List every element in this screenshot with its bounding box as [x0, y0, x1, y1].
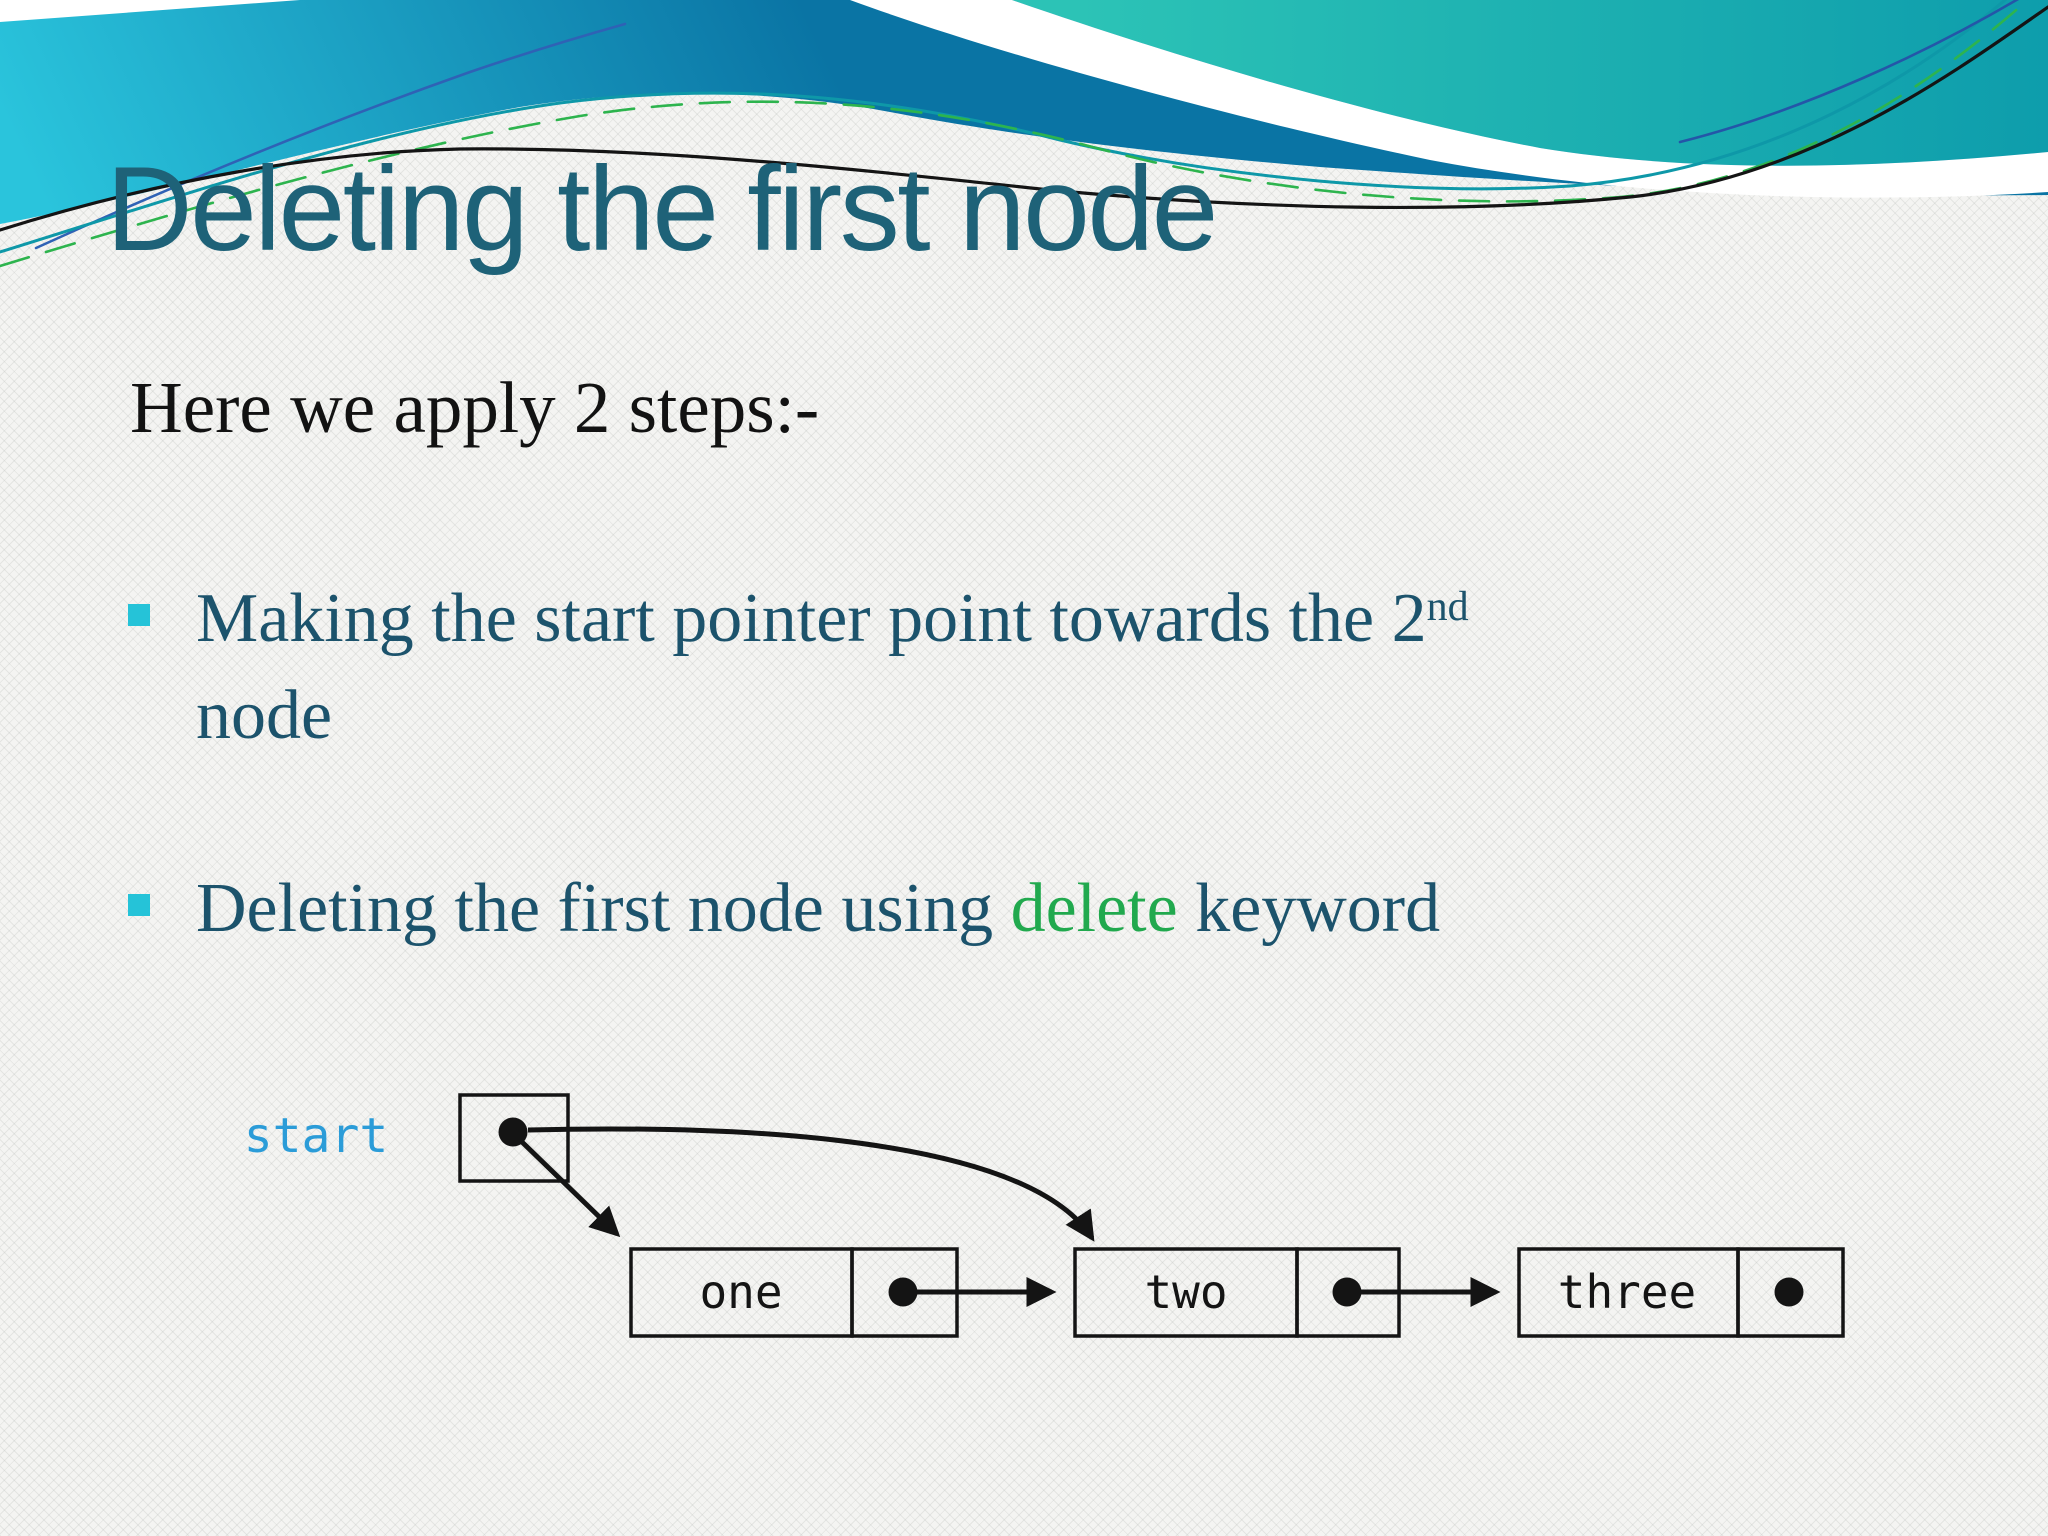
bullet-item-1: Making the start pointer point towards t… [128, 570, 1868, 764]
bullet-2-tail: keyword [1177, 870, 1441, 947]
node-two-label: two [1144, 1265, 1227, 1319]
bullet-1-ordinal-suffix: nd [1426, 584, 1469, 630]
slide-title: Deleting the first node [106, 142, 1218, 276]
bullet-2-keyword: delete [1010, 870, 1178, 947]
accent-line-black [0, 5, 2048, 232]
arrow-start-to-two [527, 1126, 1095, 1242]
bullet-1-line2: node [196, 677, 333, 754]
node-three-label: three [1558, 1265, 1696, 1319]
accent-line-blue-left [34, 22, 627, 250]
arrow-start-to-one [519, 1139, 621, 1238]
start-pointer-label: start [244, 1108, 389, 1164]
wave-white-sliver [0, 0, 300, 22]
node-one-label: one [699, 1265, 782, 1319]
bullet-2-lead: Deleting the first node using [196, 870, 1011, 947]
node-two-pointer-dot [1332, 1277, 1362, 1307]
bullet-square-icon [128, 604, 150, 626]
bullet-square-icon [128, 894, 150, 916]
wave-teal-ribbon [1012, 0, 2048, 166]
accent-line-green [0, 0, 2030, 268]
header-wave-graphic [0, 0, 2048, 268]
bullet-2-text: Deleting the first node using delete key… [196, 860, 1868, 957]
node-two: two [1073, 1247, 1401, 1338]
start-pointer-box [458, 1093, 570, 1183]
bullet-item-2: Deleting the first node using delete key… [128, 860, 1868, 957]
intro-text: Here we apply 2 steps:- [130, 367, 820, 448]
node-one-pointer-dot [888, 1277, 918, 1307]
wave-white-streak [850, 0, 2048, 198]
accent-line-blue-right [1678, 0, 2020, 144]
node-three: three [1517, 1247, 1845, 1338]
linked-list-diagram: start one two three [244, 1093, 1845, 1338]
node-three-pointer-box [1736, 1247, 1845, 1338]
bullet-1-main: Making the start pointer point towards t… [196, 580, 1427, 657]
start-pointer-dot [498, 1117, 528, 1147]
node-one: one [629, 1247, 959, 1338]
bullet-1-text: Making the start pointer point towards t… [196, 570, 1868, 764]
node-three-pointer-dot [1774, 1277, 1804, 1307]
